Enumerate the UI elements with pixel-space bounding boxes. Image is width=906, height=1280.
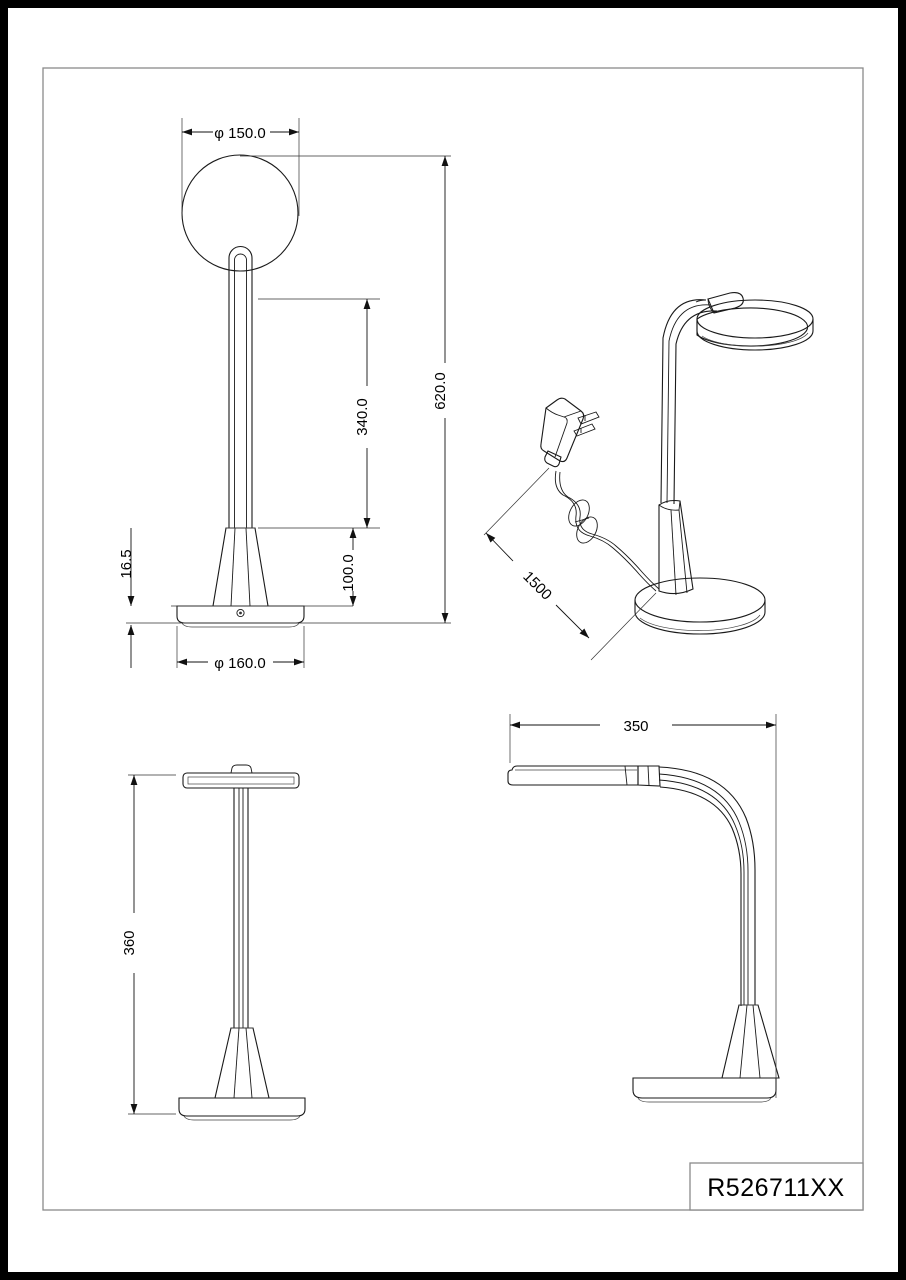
dimension-overall-reach: 350 <box>510 718 776 735</box>
dim-label-base-diameter: φ 160.0 <box>214 655 265 672</box>
side-arm <box>658 766 756 1006</box>
side-base <box>632 1077 777 1103</box>
dim-label-stem-height: 100.0 <box>340 554 357 592</box>
dim-label-base-thickness: 16.5 <box>118 549 135 578</box>
side-elevation-view: 350 <box>507 714 780 1103</box>
back-base <box>178 1097 306 1121</box>
dimension-folded-height: 360 <box>121 775 138 1114</box>
dim-label-shade-diameter: φ 150.0 <box>214 125 265 142</box>
inner-frame <box>42 67 864 1211</box>
dimension-arm-height: 340.0 <box>354 299 371 528</box>
back-elevation-view: 360 <box>121 764 306 1121</box>
front-arm <box>228 246 253 528</box>
dimension-overall-height: 620.0 <box>432 156 449 623</box>
side-extension-lines <box>509 714 777 1098</box>
technical-drawing-canvas: .ol{fill:none;stroke:#1a1a1a;stroke-widt… <box>42 67 864 1211</box>
iso-shade <box>696 299 814 351</box>
side-shade <box>507 765 639 786</box>
iso-stem <box>658 499 694 596</box>
dim-label-cord-length: 1500 <box>519 568 555 604</box>
back-arm <box>233 788 249 1028</box>
front-base-switch <box>236 608 245 618</box>
title-block-drawing-number: R526711XX <box>707 1174 844 1202</box>
front-stem <box>212 527 269 607</box>
front-elevation-view: φ 150.0 φ 160.0 620.0 340.0 <box>118 118 451 672</box>
dim-label-folded-height: 360 <box>121 930 138 955</box>
iso-arm <box>660 299 718 505</box>
side-stem <box>721 1004 780 1079</box>
dim-label-overall-reach: 350 <box>623 718 648 735</box>
title-block: R526711XX <box>689 1162 864 1211</box>
iso-power-plug <box>540 397 600 468</box>
iso-base <box>634 577 766 635</box>
front-base <box>176 605 305 628</box>
iso-arm-connector <box>707 292 744 314</box>
dimension-shade-diameter: φ 150.0 <box>182 125 299 142</box>
dimension-stem-height: 100.0 <box>340 528 357 606</box>
dim-label-arm-height: 340.0 <box>354 398 371 436</box>
back-stem <box>214 1027 270 1099</box>
dim-label-overall-height: 620.0 <box>432 372 449 410</box>
dimension-base-diameter: φ 160.0 <box>177 655 304 672</box>
isometric-view: 1500 <box>483 292 814 661</box>
side-arm-connector <box>637 765 661 787</box>
back-shade <box>182 764 300 789</box>
dimension-base-thickness: 16.5 <box>118 528 135 668</box>
front-extension-lines <box>126 118 451 668</box>
iso-power-cord <box>554 470 660 592</box>
